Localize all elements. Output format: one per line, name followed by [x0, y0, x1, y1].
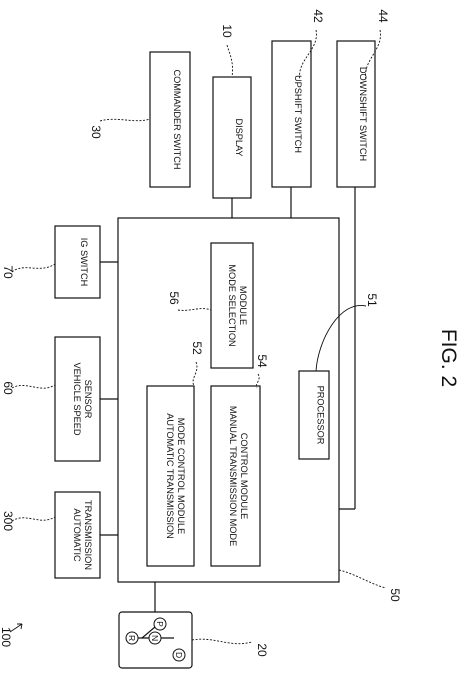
processor-label: PROCESSOR	[316, 386, 326, 445]
manual-mode-control-module-box	[210, 385, 261, 567]
automatic-transmission-block: AUTOMATIC TRANSMISSION	[54, 491, 101, 579]
gear-position-r-circle	[125, 631, 139, 645]
ref-numeral-56: 56	[167, 291, 181, 305]
ref-numeral-51: 51	[365, 293, 379, 307]
ref-numeral-60: 60	[1, 381, 15, 395]
ref-numeral-44: 44	[376, 9, 390, 23]
vehicle-speed-sensor-block: VEHICLE SPEED SENSOR	[54, 336, 101, 462]
mode-selection-module-block: MODE SELECTION MODULE	[210, 242, 254, 369]
leader-300	[11, 516, 56, 522]
automatic-transmission-label-line1: AUTOMATIC	[72, 508, 82, 562]
auto-mode-control-module-label-line2: MODE CONTROL MODULE	[176, 418, 186, 535]
gear-position-d-circle	[172, 648, 186, 662]
automatic-transmission-box	[54, 491, 101, 579]
leader-10	[226, 44, 233, 78]
leader-50	[338, 569, 387, 589]
processor-box	[298, 370, 330, 460]
auto-mode-control-module-box	[146, 385, 195, 567]
leader-60	[11, 384, 56, 389]
gear-selector-branch	[141, 626, 156, 639]
leader-56	[177, 308, 212, 311]
gear-position-r-label: R	[127, 635, 137, 641]
upshift-switch-block: UPSHIFT SWITCH	[271, 40, 312, 188]
downshift-switch-block: DOWNSHIFT SWITCH	[336, 40, 376, 188]
leader-100-arrowhead	[17, 623, 23, 630]
ref-numeral-52: 52	[190, 341, 204, 355]
gear-position-n-label: N	[150, 635, 160, 641]
display-box	[212, 76, 252, 199]
mode-selection-module-label-line1: MODE SELECTION	[227, 264, 237, 346]
ref-numeral-30: 30	[89, 125, 103, 139]
commander-switch-block: COMMANDER SWITCH	[149, 51, 191, 188]
commander-switch-box	[149, 51, 191, 188]
upshift-switch-box	[271, 40, 312, 188]
leader-52	[192, 361, 198, 387]
ref-numeral-300: 300	[1, 511, 15, 531]
gear-position-n-circle	[148, 631, 162, 645]
auto-mode-control-module-block: AUTOMATIC TRANSMISSION MODE CONTROL MODU…	[146, 385, 195, 567]
mode-selection-module-box	[210, 242, 254, 369]
mode-selection-module-label-line2: MODULE	[238, 286, 248, 325]
figure-label: FIG. 2	[437, 329, 460, 387]
display-label: DISPLAY	[234, 118, 244, 156]
ref-numeral-20: 20	[255, 643, 269, 657]
manual-mode-control-module-block: MANUAL TRANSMISSION MODE CONTROL MODULE	[210, 385, 261, 567]
gear-position-p-label: P	[155, 621, 165, 627]
ref-numeral-70: 70	[1, 265, 15, 279]
ref-numeral-10: 10	[220, 24, 234, 38]
vehicle-speed-sensor-label-line2: SENSOR	[83, 380, 93, 419]
leader-70	[11, 263, 56, 273]
commander-switch-label: COMMANDER SWITCH	[172, 69, 182, 169]
downshift-switch-box	[336, 40, 376, 188]
leader-44	[365, 29, 381, 81]
leader-30	[99, 118, 151, 122]
vehicle-speed-sensor-label-line1: VEHICLE SPEED	[72, 362, 82, 435]
gear-position-d-label: D	[174, 652, 184, 658]
display-block: DISPLAY	[212, 76, 252, 199]
gear-selector: R P N D	[118, 611, 193, 669]
manual-mode-control-module-label-line2: CONTROL MODULE	[239, 433, 249, 519]
processor-block: PROCESSOR	[298, 370, 330, 460]
ig-switch-box	[54, 225, 101, 299]
leader-42	[299, 29, 317, 81]
reference-numerals: 10 30 42 44 70 60 300 100 20 50 56 52 54…	[0, 9, 402, 657]
gear-position-p-circle	[153, 617, 167, 631]
leader-54	[255, 373, 260, 389]
automatic-transmission-label-line2: TRANSMISSION	[83, 500, 93, 570]
ref-numeral-54: 54	[255, 354, 269, 368]
ref-numeral-100: 100	[0, 627, 13, 647]
manual-mode-control-module-label-line1: MANUAL TRANSMISSION MODE	[228, 406, 238, 546]
leader-51	[315, 305, 367, 372]
leader-20	[191, 638, 253, 645]
upshift-switch-label: UPSHIFT SWITCH	[293, 75, 303, 153]
ref-numeral-50: 50	[388, 588, 402, 602]
ig-switch-label: IG SWITCH	[79, 238, 89, 287]
leader-100	[9, 623, 23, 633]
ig-switch-block: IG SWITCH	[54, 225, 101, 299]
auto-mode-control-module-label-line1: AUTOMATIC TRANSMISSION	[165, 413, 175, 539]
downshift-switch-label: DOWNSHIFT SWITCH	[358, 67, 368, 161]
ref-numeral-42: 42	[311, 9, 325, 23]
vehicle-speed-sensor-box	[54, 336, 101, 462]
